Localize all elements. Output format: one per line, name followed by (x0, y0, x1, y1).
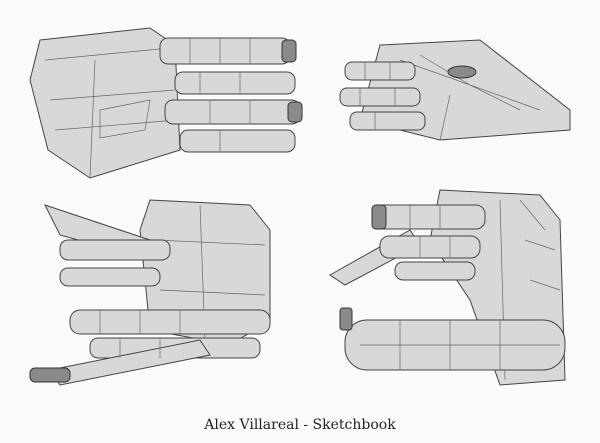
ship-sketch-bottom-right (329, 189, 566, 386)
sketchbook-caption: Alex Villareal - Sketchbook (204, 417, 396, 433)
ship-sketch-bottom-left (29, 199, 271, 386)
ship-sketch-top-right (339, 39, 571, 141)
ship-sketch-top-left (29, 27, 303, 179)
